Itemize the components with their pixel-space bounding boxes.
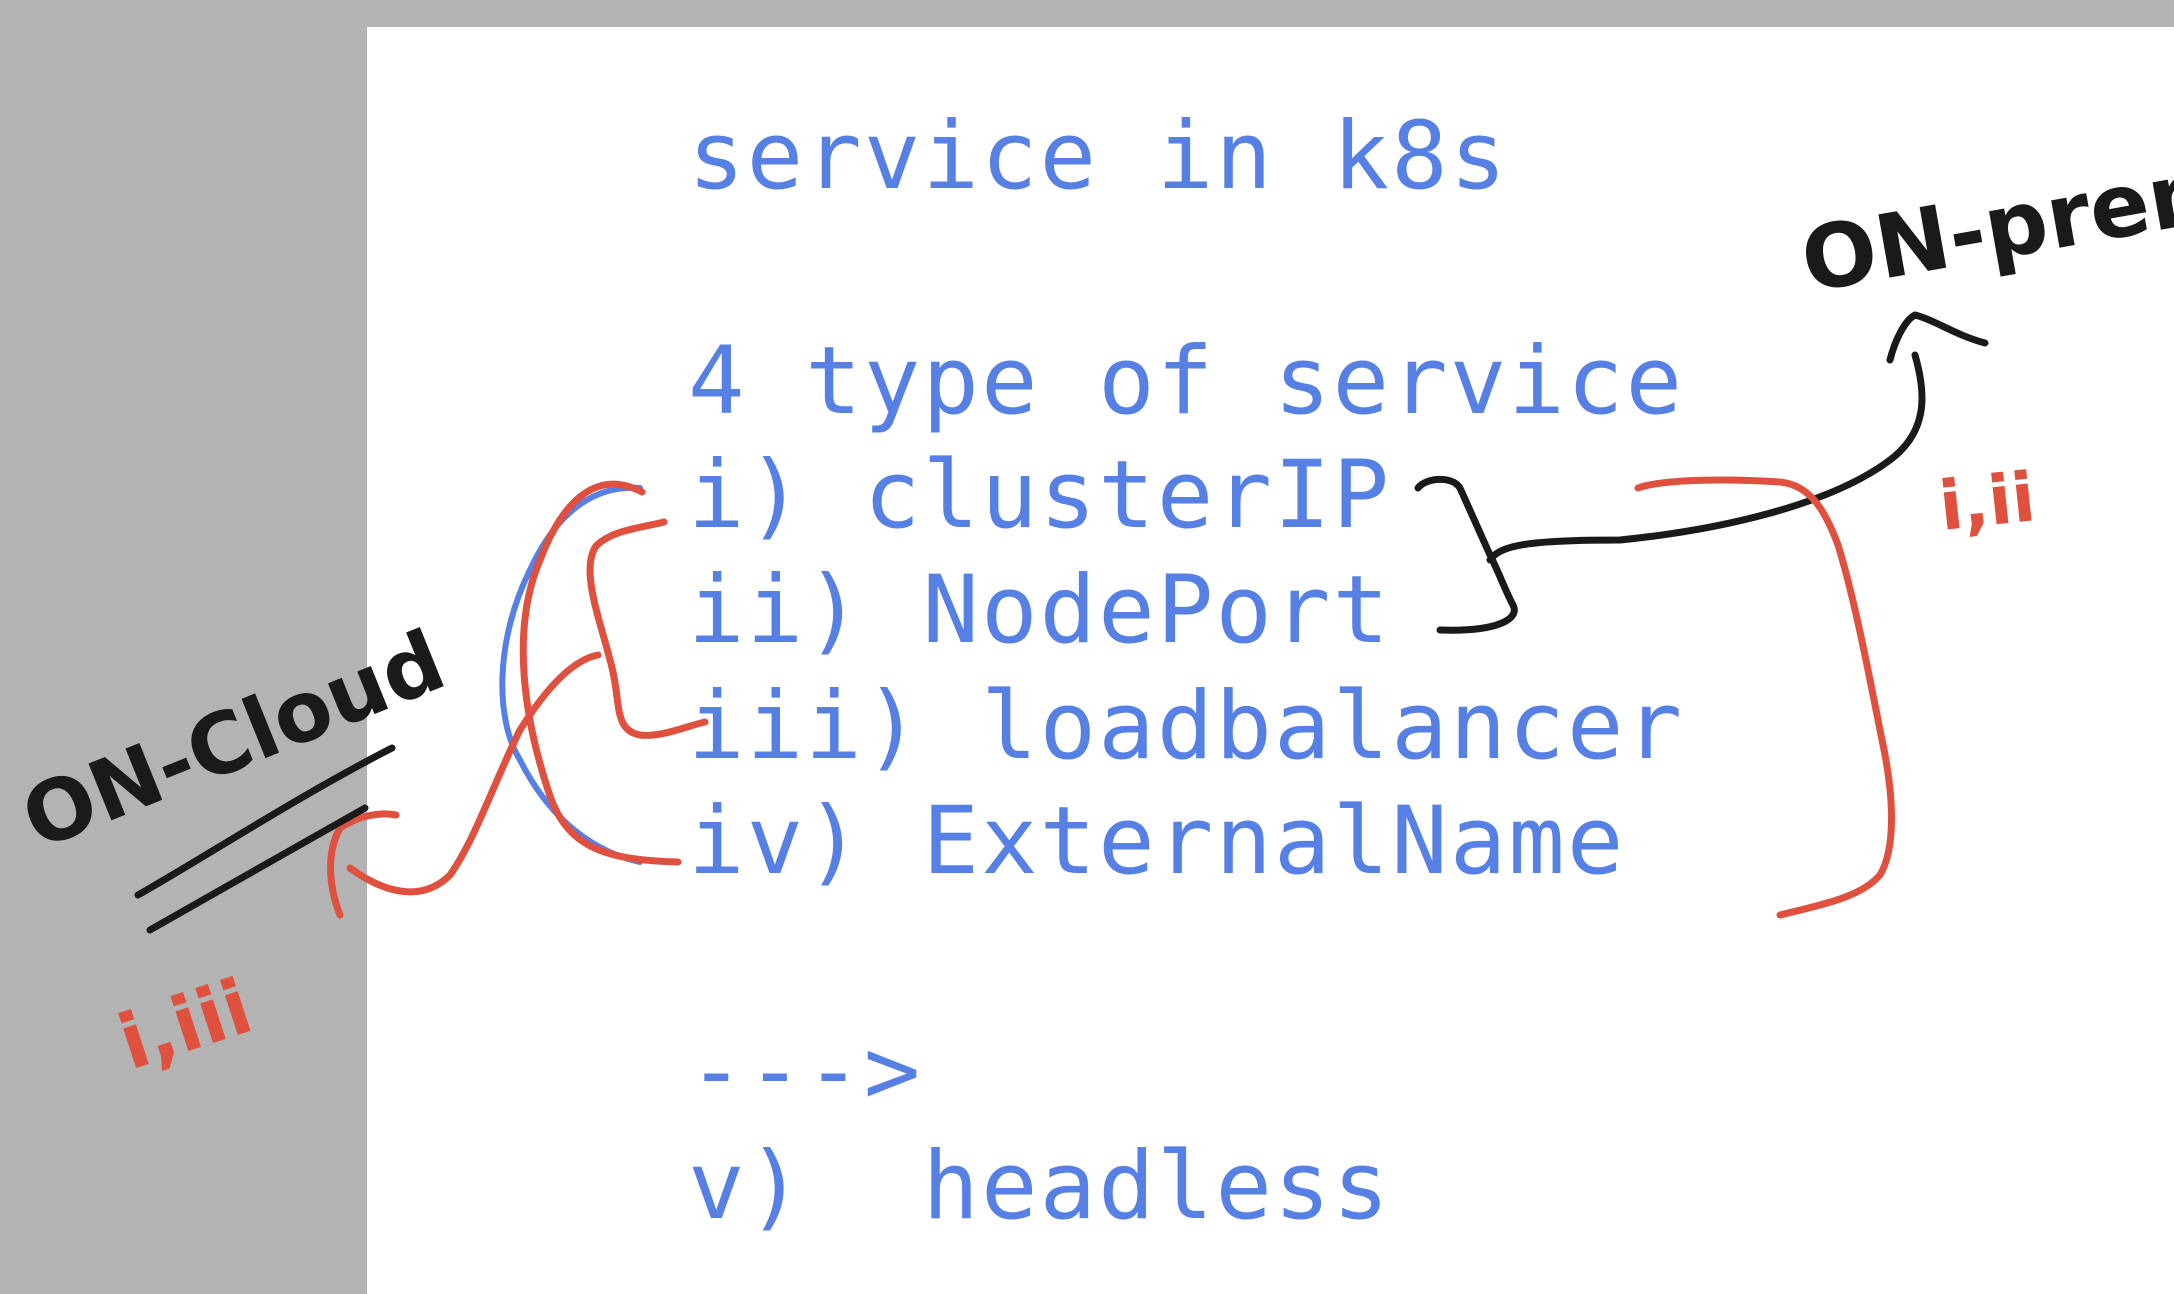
on-cloud-numbers: i,iii: [108, 961, 262, 1087]
cloud-underline-2-stroke: [146, 804, 369, 934]
arrow-text: --->: [688, 1017, 923, 1126]
service-type-node-port: ii) NodePort: [688, 556, 1392, 665]
note-title: service in k8s: [688, 102, 1509, 211]
note-subtitle: 4 type of service: [688, 327, 1685, 436]
service-type-cluster-ip: i) clusterIP: [688, 441, 1392, 550]
service-type-external-name: iv) ExternalName: [688, 787, 1626, 896]
cloud-underline-1-stroke: [134, 744, 396, 899]
headless-item: v) headless: [688, 1132, 1392, 1241]
service-type-load-balancer: iii) loadbalancer: [688, 672, 1685, 781]
